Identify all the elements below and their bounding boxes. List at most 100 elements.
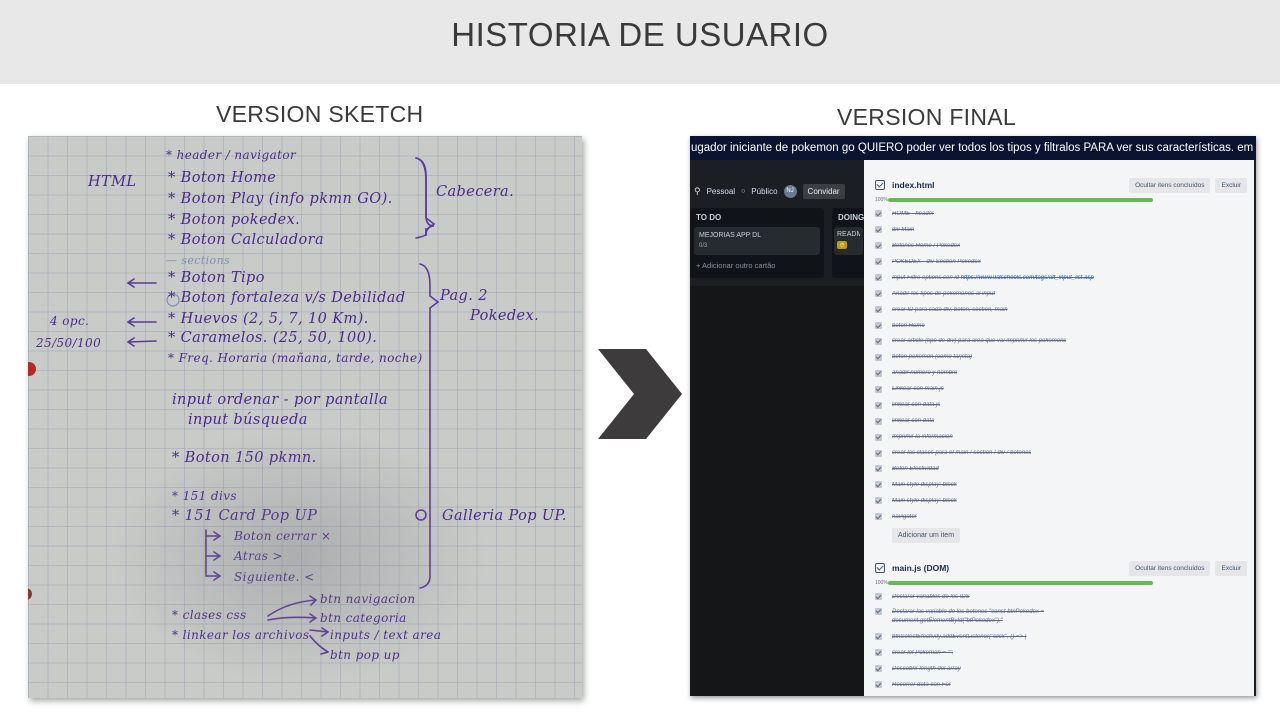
red-pin	[28, 362, 36, 376]
item-checkbox[interactable]	[875, 322, 882, 330]
item-text: Linkear con main.js	[892, 386, 944, 393]
checklist-header: main.js (DOM) Ocultar itens concluídos E…	[875, 560, 1247, 576]
item-checkbox[interactable]	[875, 226, 882, 234]
checklist-item[interactable]: Main style display: block	[875, 493, 1235, 509]
item-checkbox[interactable]	[875, 497, 882, 505]
hide-completed-button[interactable]: Ocultar itens concluídos	[1129, 560, 1211, 576]
sketch-bottom-right: inputs / text area	[330, 628, 442, 642]
checklist-item[interactable]: boton Home	[875, 318, 1235, 334]
item-checkbox[interactable]	[875, 210, 882, 218]
item-checkbox[interactable]	[875, 417, 882, 425]
delete-checklist-button[interactable]: Excluir	[1215, 560, 1247, 576]
item-text: Recorrer data con For	[892, 681, 951, 688]
item-checkbox[interactable]	[875, 258, 882, 266]
list-card[interactable]: MEJORIAS APP DL 0/3	[694, 227, 820, 255]
checklist-item[interactable]: Imprimir la informacion	[875, 429, 1235, 445]
checklist-progress: 100%	[875, 580, 1153, 586]
list-todo: TO DO MEJORIAS APP DL 0/3 + Adicionar ou…	[690, 208, 824, 278]
item-checkbox[interactable]	[875, 607, 882, 615]
item-checkbox[interactable]	[875, 465, 882, 473]
add-card-button[interactable]: + Adicionar outro cartão	[696, 261, 776, 270]
checklist-item[interactable]: Botones Home / Pokedex	[875, 238, 1235, 254]
add-item-button[interactable]: Adicionar um item	[892, 528, 961, 543]
sketch-card-popup: * 151 Card Pop UP	[172, 508, 318, 524]
hide-completed-button[interactable]: Ocultar itens concluídos	[1129, 177, 1211, 193]
list-title: DOING	[838, 213, 865, 222]
chevron-right-icon	[598, 349, 682, 439]
item-checkbox[interactable]	[875, 337, 882, 345]
checklist-item[interactable]: Boton Efectividad	[875, 461, 1235, 477]
checklist-item[interactable]: Declarar las variable de los botones "co…	[875, 605, 1235, 629]
sketch-divs: * 151 divs	[172, 489, 237, 503]
checklist-item[interactable]: linkear con data.js	[875, 397, 1235, 413]
clock-icon: ◷	[837, 241, 848, 249]
search-icon[interactable]: ⚲	[694, 185, 701, 196]
item-checkbox[interactable]	[875, 306, 882, 314]
sketch-page2-item: * Boton fortaleza v/s Debilidad	[168, 290, 406, 306]
checklist-progress: 100%	[875, 197, 1153, 203]
checklist-item[interactable]: crear ID para cada div, boton, section, …	[875, 302, 1235, 318]
checklist-item[interactable]: HOME - header	[875, 206, 1235, 222]
item-checkbox[interactable]	[875, 242, 882, 250]
checklist-item[interactable]: Descobrir length del array	[875, 661, 1235, 677]
item-checkbox[interactable]	[875, 633, 882, 641]
checklist-title[interactable]: main.js (DOM)	[892, 563, 950, 573]
board-background	[690, 286, 865, 696]
item-checkbox[interactable]	[875, 513, 882, 521]
invite-button[interactable]: Convidar	[802, 183, 845, 199]
checklist-item[interactable]: btnSelectEfectivity.addEventListener("cl…	[875, 629, 1235, 645]
visibility-publico[interactable]: Público	[751, 186, 778, 196]
delete-checklist-button[interactable]: Excluir	[1215, 177, 1247, 193]
checklist-item[interactable]: crear article (tipo de div) para area qu…	[875, 334, 1235, 350]
checklist-item[interactable]: Input Filtro options con id https://www.…	[875, 270, 1235, 286]
item-checkbox[interactable]	[875, 681, 882, 689]
item-checkbox[interactable]	[875, 290, 882, 298]
team-pessoal[interactable]: Pessoal	[706, 186, 736, 196]
sketch-bottom-left: * linkear los archivos	[172, 628, 310, 642]
checklist-item[interactable]: crear las clases para el main / section …	[875, 445, 1235, 461]
card-title: README	[837, 231, 860, 238]
item-text: Descobrir length del array	[892, 665, 961, 672]
checklist-item[interactable]: Main style display: block	[875, 477, 1235, 493]
checklist-item[interactable]: Recorrer data con For	[875, 677, 1235, 693]
item-link[interactable]: https://www.w3schools.com/tags/att_input…	[960, 274, 1094, 281]
checklist-item[interactable]: Declarar variables de los IDS	[875, 589, 1235, 605]
progress-bar	[888, 198, 1153, 202]
item-text: Botones Home / Pokedex	[892, 242, 961, 249]
checklist-item[interactable]: POKEDEX - div Section Pokedex	[875, 254, 1235, 270]
avatar[interactable]: NJ	[783, 184, 797, 198]
item-text: Imprimir la informacion	[892, 434, 953, 441]
item-checkbox[interactable]	[875, 593, 882, 601]
sketch-page2-item: * Huevos (2, 5, 7, 10 Km).	[168, 311, 369, 327]
list-doing: DOING README ◷	[832, 208, 865, 278]
item-checkbox[interactable]	[875, 385, 882, 393]
item-checkbox[interactable]	[875, 649, 882, 657]
checklist-item[interactable]: div Main	[875, 222, 1235, 238]
checklist-item[interactable]: linkear con data	[875, 413, 1235, 429]
header-band	[0, 0, 1280, 84]
checklist-title[interactable]: index.html	[892, 180, 935, 190]
checklist-item[interactable]: crear let Pokemón = "";	[875, 645, 1235, 661]
checklist-item[interactable]: boton pokemon (como tarjeta)	[875, 349, 1235, 365]
item-checkbox[interactable]	[875, 401, 882, 409]
item-checkbox[interactable]	[875, 274, 882, 282]
item-checkbox[interactable]	[875, 353, 882, 361]
item-checkbox[interactable]	[875, 665, 882, 673]
item-checkbox[interactable]	[875, 433, 882, 441]
checklist-item[interactable]: Linkear con main.js	[875, 381, 1235, 397]
sketch-pokedex: Pokedex.	[470, 308, 540, 324]
checklist-item[interactable]: navigator	[875, 509, 1235, 525]
item-text: Main style display: block	[892, 481, 957, 488]
item-checkbox[interactable]	[875, 449, 882, 457]
item-text: crear ID para cada div, boton, section, …	[892, 306, 1008, 313]
item-text: POKEDEX - div Section Pokedex	[892, 258, 981, 265]
item-checkbox[interactable]	[875, 369, 882, 377]
trello-screenshot: ugador iniciante de pokemon go QUIERO po…	[690, 136, 1256, 696]
item-text: linkear con data	[892, 418, 935, 425]
checklist-item[interactable]: anadir número y nombre	[875, 365, 1235, 381]
item-checkbox[interactable]	[875, 481, 882, 489]
item-text: linkear con data.js	[892, 402, 941, 409]
sketch-html-label: HTML	[88, 174, 137, 190]
checklist-item[interactable]: Añadir los tipos de pokemones al input	[875, 286, 1235, 302]
list-card[interactable]: README ◷	[834, 227, 863, 255]
